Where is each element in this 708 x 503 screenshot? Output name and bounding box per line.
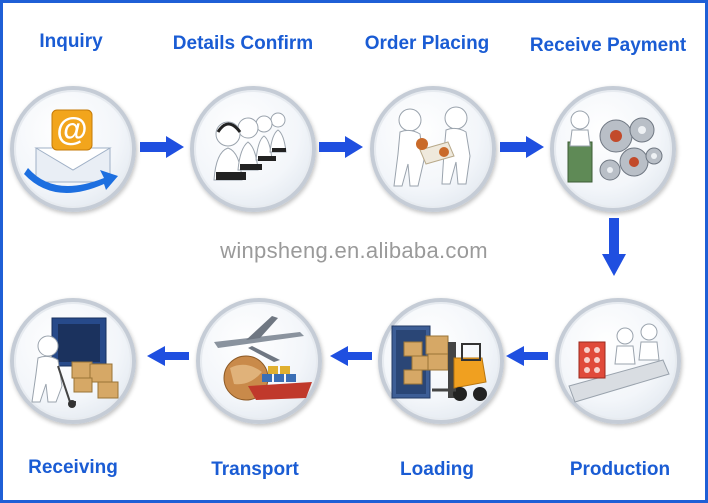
step-details-confirm (190, 86, 316, 212)
step-inquiry: @ (10, 86, 136, 212)
arrow-right-icon (500, 136, 544, 158)
receiving-boxes-icon (31, 317, 119, 408)
arrow-right-icon (140, 136, 184, 158)
call-center-icon (213, 112, 287, 181)
step-label-receiving: Receiving (28, 457, 118, 478)
step-label-loading: Loading (400, 459, 474, 480)
step-production (555, 298, 681, 424)
arrow-down-icon (602, 218, 626, 276)
step-receiving (10, 298, 136, 424)
production-line-icon (568, 323, 670, 403)
step-label-order-placing: Order Placing (364, 33, 490, 54)
svg-text:@: @ (56, 111, 87, 147)
arrow-left-icon (506, 346, 548, 366)
forklift-loading-icon (391, 325, 487, 401)
handshake-order-icon (393, 106, 471, 187)
arrow-left-icon (330, 346, 372, 366)
email-at-icon: @ (24, 109, 118, 193)
step-label-inquiry: Inquiry (39, 31, 103, 52)
step-label-production: Production (569, 459, 671, 480)
step-label-receive-payment: Receive Payment (529, 35, 687, 56)
step-label-transport: Transport (211, 459, 299, 480)
step-loading (378, 298, 504, 424)
watermark-text: winpsheng.en.alibaba.com (220, 238, 488, 263)
step-label-details-confirm: Details Confirm (172, 33, 314, 54)
arrow-right-icon (319, 136, 363, 158)
money-gears-icon (567, 110, 663, 183)
arrow-left-icon (147, 346, 189, 366)
plane-ship-globe-icon (214, 316, 312, 401)
step-order-placing (370, 86, 496, 212)
step-transport (196, 298, 322, 424)
step-receive-payment (550, 86, 676, 212)
